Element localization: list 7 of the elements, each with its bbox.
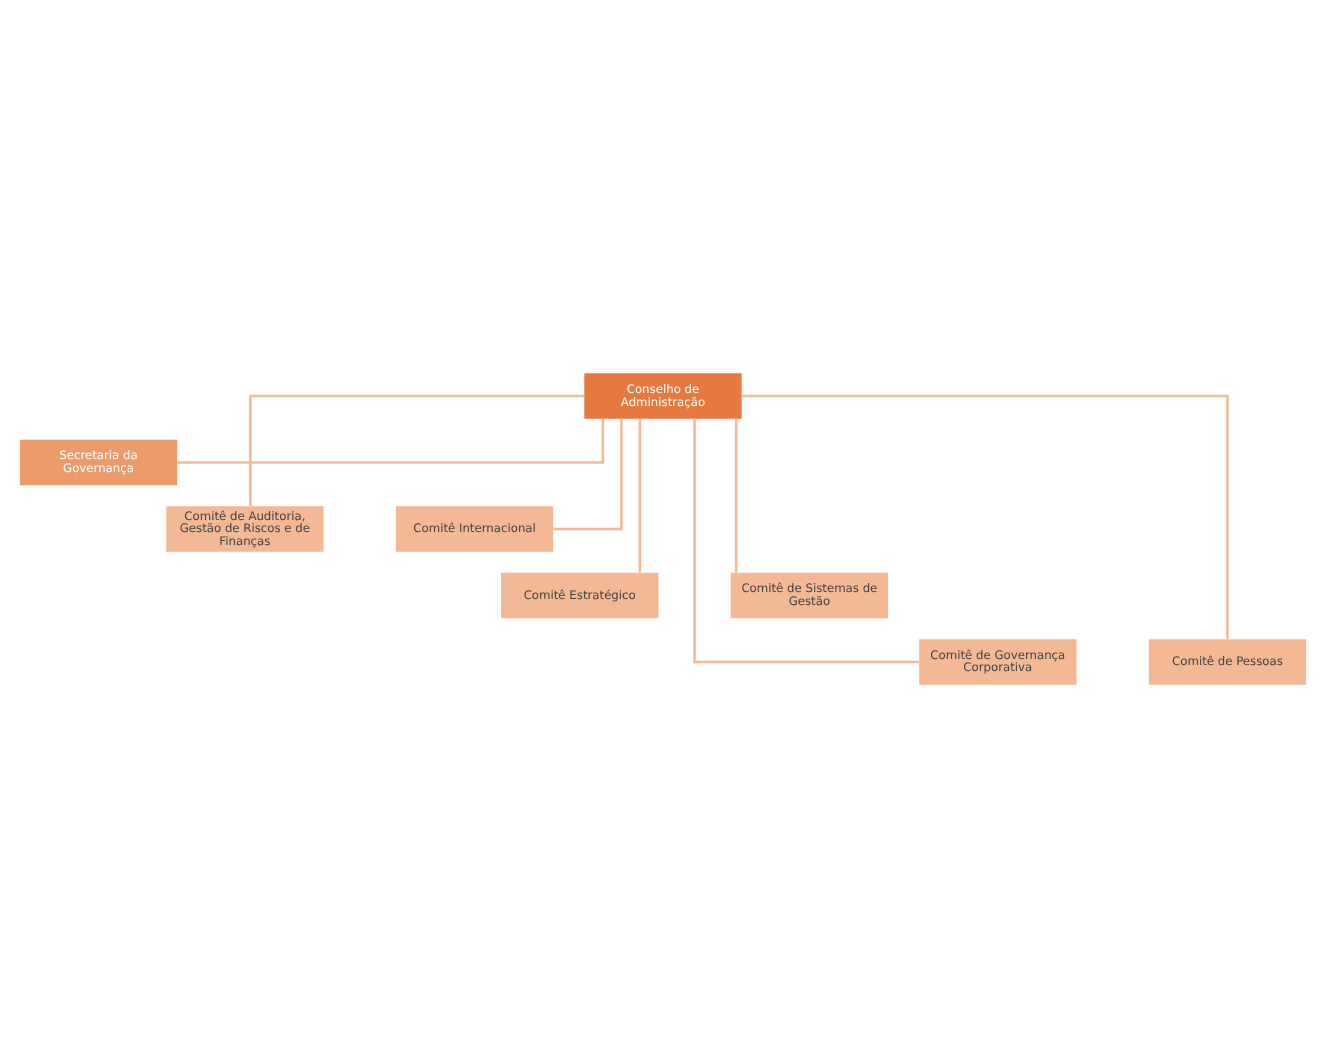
connector — [177, 417, 605, 463]
connector — [249, 393, 585, 506]
connector — [741, 393, 1229, 638]
connector — [638, 417, 642, 572]
connector — [734, 417, 738, 572]
connector — [693, 418, 919, 663]
connector — [553, 417, 623, 530]
